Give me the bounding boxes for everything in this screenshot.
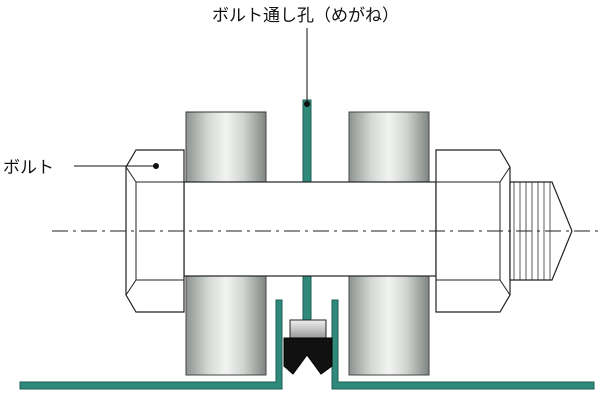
bolt-leader-dot: [153, 163, 159, 169]
bolt-hole-leader-dot: [304, 101, 310, 107]
lower-plate: [19, 299, 595, 390]
bolt-label: ボルト: [3, 158, 54, 178]
bolt-hole-label: ボルト通し孔（めがね）: [212, 6, 399, 26]
bolt-shaft: [183, 181, 437, 277]
gasket: [283, 319, 333, 375]
